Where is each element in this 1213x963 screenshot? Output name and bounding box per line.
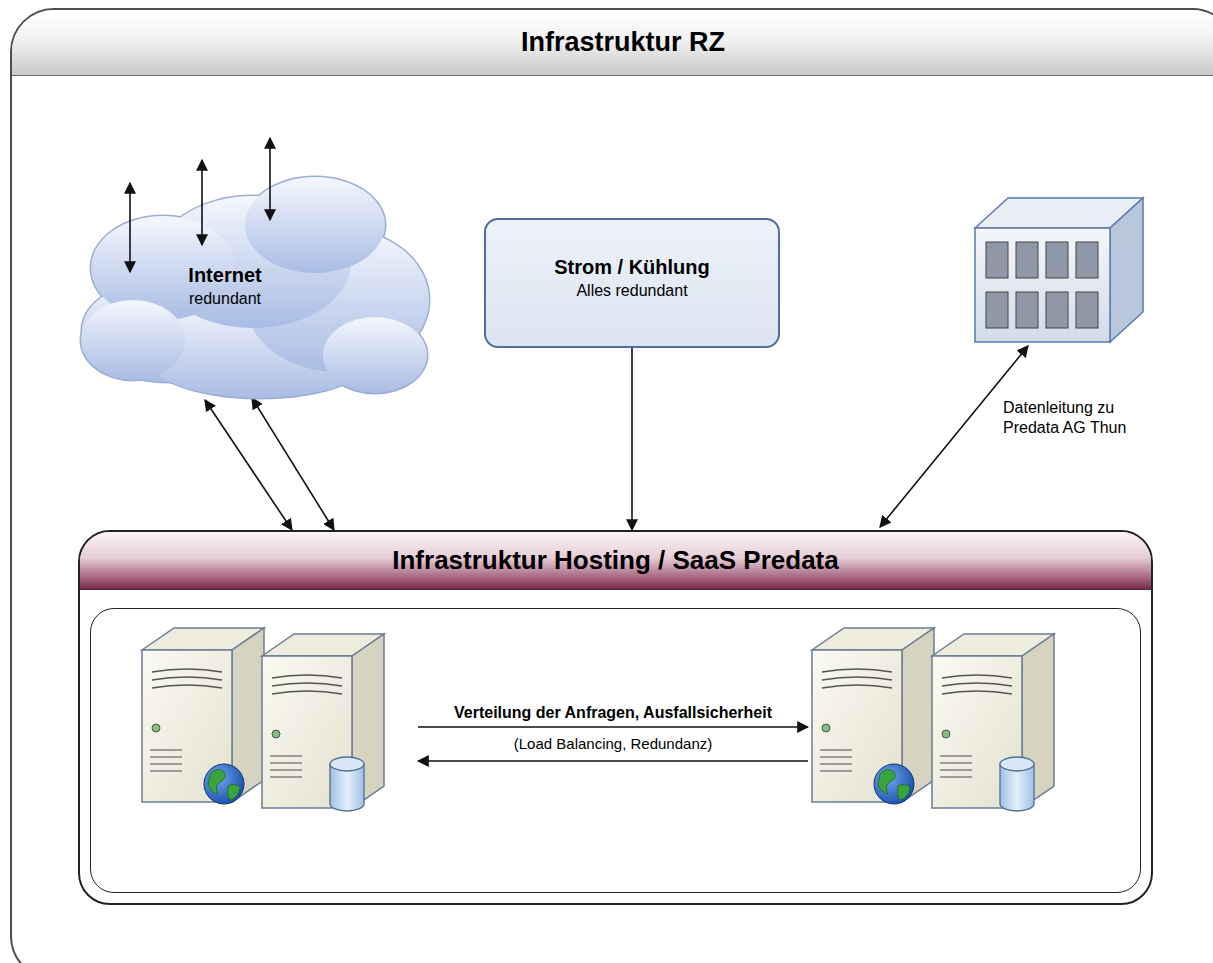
process-box: Strom / KühlungAlles redundant <box>484 218 780 348</box>
server-tower <box>142 628 264 804</box>
annotation-label: Verteilung der Anfragen, Ausfallsicherhe… <box>451 703 775 723</box>
building-icon <box>975 198 1143 342</box>
globe-icon <box>204 764 244 804</box>
annotation-label: (Load Balancing, Redundanz) <box>511 735 715 754</box>
server-tower <box>262 634 384 811</box>
balancing-arrow <box>418 760 808 762</box>
traffic-arrow <box>269 138 271 220</box>
database-icon <box>1000 757 1034 811</box>
window-pane <box>986 242 1008 278</box>
node-heading: Internet <box>150 264 300 287</box>
server-group <box>142 628 1054 811</box>
window-pane <box>1076 292 1098 328</box>
window-pane <box>1076 242 1098 278</box>
box-text: Strom / KühlungAlles redundant <box>486 220 778 320</box>
window-pane <box>1016 242 1038 278</box>
node-heading: Strom / Kühlung <box>500 256 764 279</box>
connector-arrow <box>252 398 334 530</box>
node-heading: Infrastruktur RZ <box>521 27 725 58</box>
node-heading: Infrastruktur Hosting / SaaS Predata <box>392 545 838 576</box>
node-subtext: Alles redundant <box>500 282 764 300</box>
window-pane <box>1046 292 1068 328</box>
globe-icon <box>874 764 914 804</box>
server-tower <box>812 628 934 804</box>
server-tower <box>932 634 1054 811</box>
traffic-arrow <box>129 183 131 272</box>
header-band: Infrastruktur RZ <box>12 10 1213 76</box>
traffic-arrow <box>201 160 203 245</box>
cloud-text: Internet redundant <box>150 264 300 308</box>
cloud-shape: Internet redundant <box>75 150 430 400</box>
window-pane <box>1046 242 1068 278</box>
balancing-arrow <box>418 726 808 728</box>
database-icon <box>330 757 364 811</box>
window-pane <box>986 292 1008 328</box>
window-pane <box>1016 292 1038 328</box>
node-subtext: redundant <box>150 290 300 308</box>
connector-arrow <box>631 348 633 530</box>
container-box: Infrastruktur RZ Internet redundant Strom /… <box>10 8 1213 963</box>
connector-arrow <box>205 400 292 530</box>
annotation-label: Datenleitung zu Predata AG Thun <box>1000 398 1138 438</box>
header-band: Infrastruktur Hosting / SaaS Predata <box>80 532 1151 590</box>
